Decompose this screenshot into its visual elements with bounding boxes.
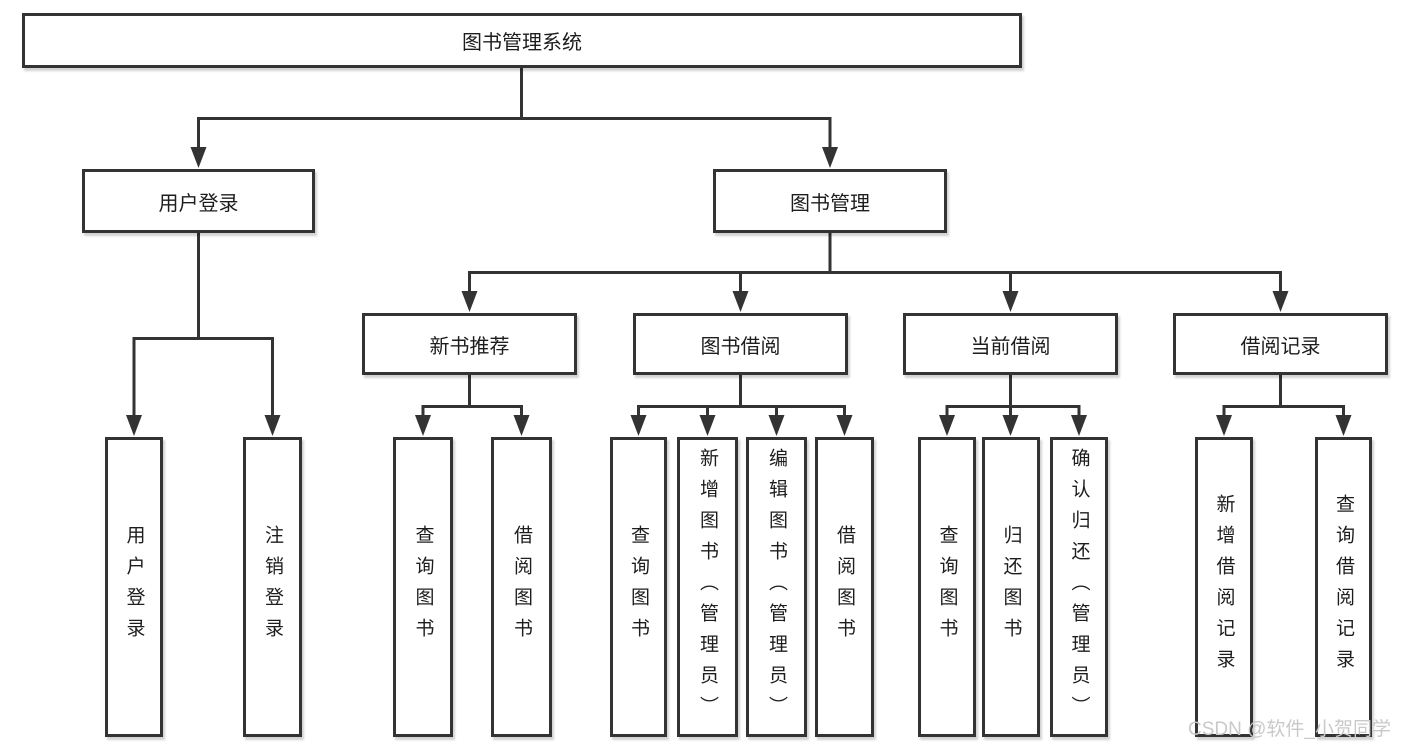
- arrow-borrowing: [732, 291, 749, 312]
- arrow-leaf-logout: [264, 415, 281, 436]
- connector-current-bracket: [945, 375, 1081, 418]
- leaf-return-books: 归还图书: [982, 437, 1040, 737]
- arrow-leaf-edit-book: [768, 415, 785, 436]
- leaf-query-books-borrowing: 查询图书: [610, 437, 667, 737]
- arrow-user-login: [190, 147, 207, 168]
- arrow-leaf-add-record: [1216, 415, 1232, 436]
- node-current-borrowing: 当前借阅: [903, 313, 1118, 375]
- node-book-borrowing: 图书借阅: [633, 313, 848, 375]
- leaf-borrow-books-recommend: 借阅图书: [491, 437, 552, 737]
- node-label: 当前借阅: [970, 335, 1051, 358]
- leaf-confirm-return-admin: 确认归还（管理员）: [1050, 437, 1108, 737]
- connector-recommend-bracket: [421, 375, 523, 418]
- arrow-leaf-query-3: [939, 415, 955, 436]
- leaf-label: 归还图书: [1000, 525, 1022, 649]
- leaf-label: 注销登录: [262, 525, 283, 649]
- leaf-query-books-current: 查询图书: [918, 437, 976, 737]
- leaf-label: 查询图书: [936, 525, 958, 649]
- leaf-label: 确认归还（管理员）: [1068, 447, 1090, 727]
- arrowheads: [126, 147, 1352, 436]
- node-new-book-recommendation: 新书推荐: [362, 313, 577, 375]
- arrow-leaf-borrow-1: [513, 415, 530, 436]
- node-label: 图书管理系统: [462, 32, 582, 54]
- arrow-leaf-query-1: [415, 415, 431, 436]
- leaf-label: 编辑图书（管理员）: [766, 447, 787, 727]
- arrow-leaf-query-record: [1335, 415, 1352, 436]
- leaf-label: 查询借阅记录: [1333, 494, 1354, 680]
- node-library-management-system: 图书管理系统: [22, 13, 1022, 68]
- node-book-management: 图书管理: [713, 169, 947, 233]
- leaf-logout-login: 注销登录: [243, 437, 302, 737]
- leaf-add-borrow-record: 新增借阅记录: [1195, 437, 1253, 737]
- node-label: 借阅记录: [1240, 335, 1321, 358]
- node-borrowing-records: 借阅记录: [1173, 313, 1388, 375]
- leaf-add-book-admin: 新增图书（管理员）: [677, 437, 738, 737]
- leaf-label: 新增借阅记录: [1213, 494, 1235, 680]
- node-label: 用户登录: [158, 192, 239, 215]
- leaf-label: 借阅图书: [511, 525, 532, 649]
- arrow-recommend: [461, 291, 478, 312]
- leaf-user-login: 用户登录: [105, 437, 163, 737]
- leaf-borrow-books-borrowing: 借阅图书: [815, 437, 874, 737]
- arrow-leaf-user-login: [126, 415, 142, 436]
- leaf-label: 借阅图书: [834, 525, 855, 649]
- leaf-edit-book-admin: 编辑图书（管理员）: [746, 437, 807, 737]
- leaf-label: 用户登录: [123, 525, 145, 649]
- arrow-records: [1272, 291, 1289, 312]
- arrow-current: [1002, 291, 1019, 312]
- leaf-query-borrow-record: 查询借阅记录: [1315, 437, 1372, 737]
- connector-user-login-bracket: [132, 337, 274, 418]
- leaf-query-books-recommend: 查询图书: [393, 437, 453, 737]
- leaf-label: 查询图书: [628, 525, 649, 649]
- connector-level2-bracket: [197, 117, 832, 150]
- arrow-leaf-borrow-2: [836, 415, 853, 436]
- connector-borrowing-bracket: [637, 375, 846, 418]
- node-label: 图书管理: [790, 192, 870, 215]
- leaf-label: 新增图书（管理员）: [697, 447, 718, 727]
- csdn-watermark: CSDN @软件_小贺同学: [1188, 719, 1391, 740]
- arrow-leaf-return: [1002, 415, 1019, 436]
- node-label: 新书推荐: [429, 335, 510, 358]
- connector-level3-bracket: [468, 271, 1282, 295]
- arrow-leaf-confirm-return: [1071, 415, 1087, 436]
- node-user-login: 用户登录: [82, 169, 315, 233]
- arrow-leaf-query-2: [630, 415, 647, 436]
- arrow-book-mgmt: [822, 147, 838, 168]
- connector-records-bracket: [1222, 375, 1345, 418]
- arrow-leaf-add-book: [699, 415, 716, 436]
- leaf-label: 查询图书: [412, 525, 434, 649]
- node-label: 图书借阅: [700, 335, 781, 358]
